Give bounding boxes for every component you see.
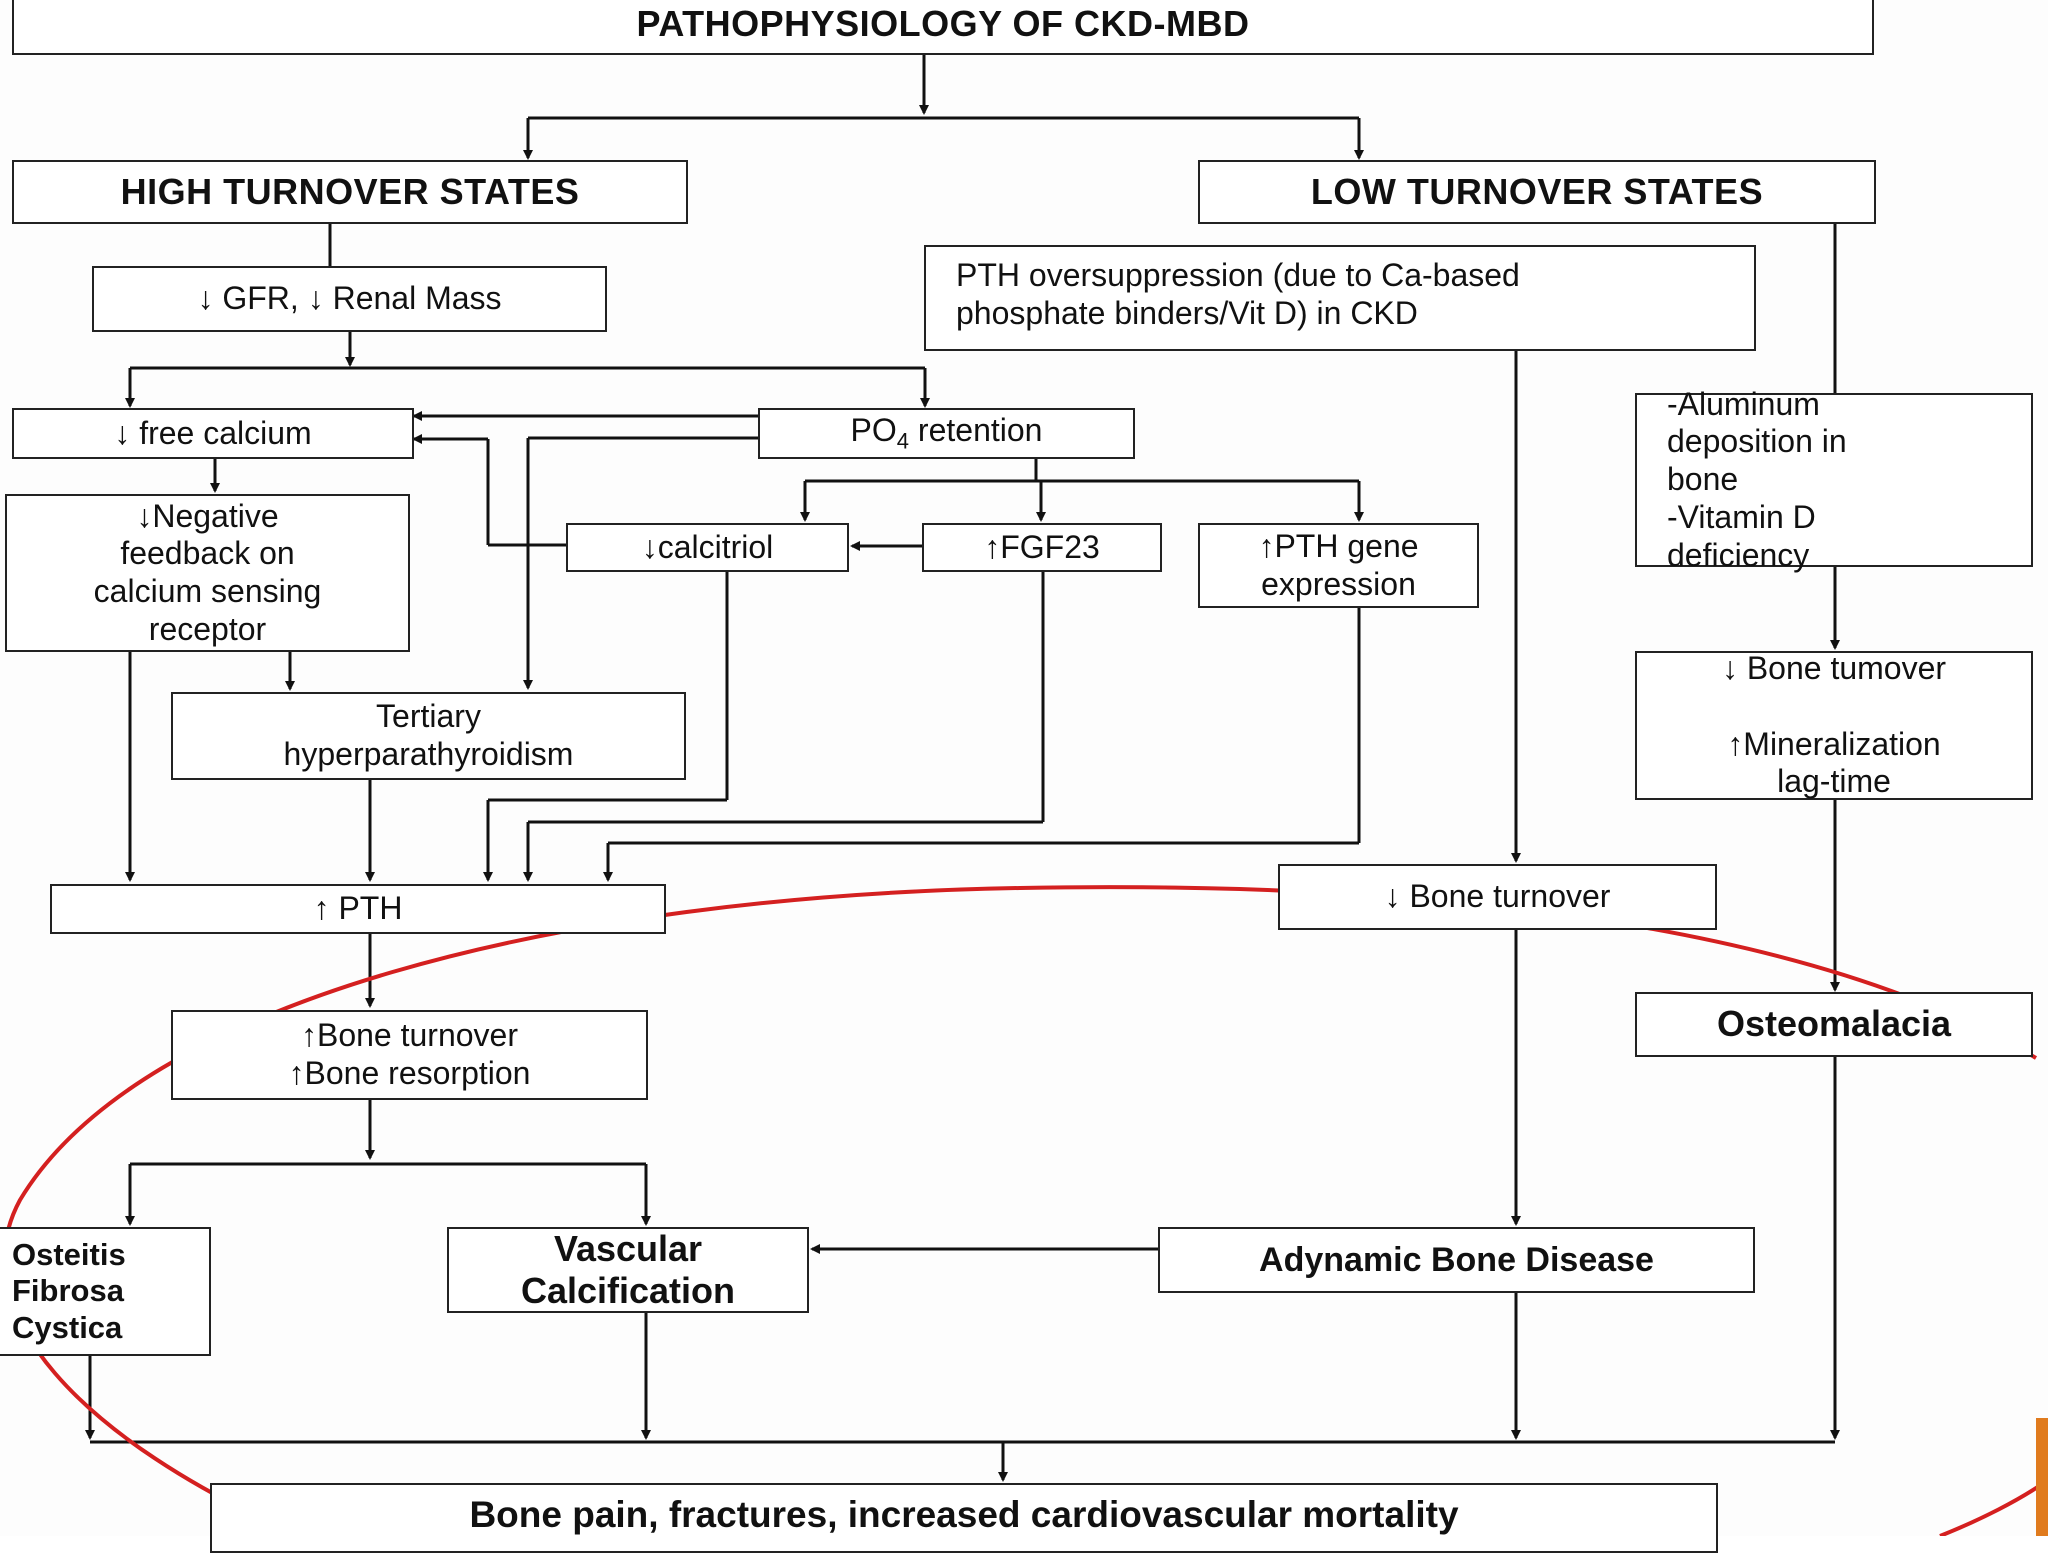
outcome-node: Bone pain, fractures, increased cardiova… bbox=[210, 1483, 1718, 1553]
calcitriol-node: ↓calcitriol bbox=[566, 523, 849, 572]
slide-accent-bar bbox=[2036, 1418, 2048, 1536]
fgf23-node: ↑FGF23 bbox=[922, 523, 1162, 572]
osteitis-fibrosa-cystica-node: Osteitis Fibrosa Cystica bbox=[0, 1227, 211, 1356]
bone-turnover-low-node: ↓ Bone turnover bbox=[1278, 864, 1717, 930]
page-title: PATHOPHYSIOLOGY OF CKD-MBD bbox=[12, 0, 1874, 55]
pth-oversuppression-node: PTH oversuppression (due to Ca-based pho… bbox=[924, 245, 1756, 351]
vascular-calcification-node: Vascular Calcification bbox=[447, 1227, 809, 1313]
aluminum-vitamin-d-node: -Aluminum deposition in bone -Vitamin D … bbox=[1635, 386, 2033, 573]
bone-turnover-resorption-node: ↑Bone turnover ↑Bone resorption bbox=[171, 1010, 648, 1100]
osteomalacia-node: Osteomalacia bbox=[1635, 992, 2033, 1057]
adynamic-bone-disease-node: Adynamic Bone Disease bbox=[1158, 1227, 1755, 1293]
highlight-ellipse bbox=[2, 885, 2048, 1536]
po4-subscript: 4 bbox=[896, 428, 910, 454]
high-turnover-states-node: HIGH TURNOVER STATES bbox=[12, 160, 688, 224]
free-calcium-node: ↓ free calcium bbox=[12, 408, 414, 459]
pth-increase-node: ↑ PTH bbox=[50, 884, 666, 934]
po4-label: PO bbox=[850, 412, 897, 449]
negative-feedback-node: ↓Negative feedback on calcium sensing re… bbox=[5, 494, 410, 652]
low-turnover-states-node: LOW TURNOVER STATES bbox=[1198, 160, 1876, 224]
low-bone-turnover-mineralization-node: ↓ Bone tumover ↑Mineralization lag-time bbox=[1635, 650, 2033, 800]
gfr-renal-mass-node: ↓ GFR, ↓ Renal Mass bbox=[92, 266, 607, 332]
pth-gene-expression-node: ↑PTH gene expression bbox=[1198, 523, 1479, 608]
po4-retention-node: PO4 retention bbox=[758, 408, 1135, 459]
po4-retention-label: retention bbox=[909, 412, 1043, 449]
tertiary-hyperparathyroidism-node: Tertiary hyperparathyroidism bbox=[171, 692, 686, 780]
